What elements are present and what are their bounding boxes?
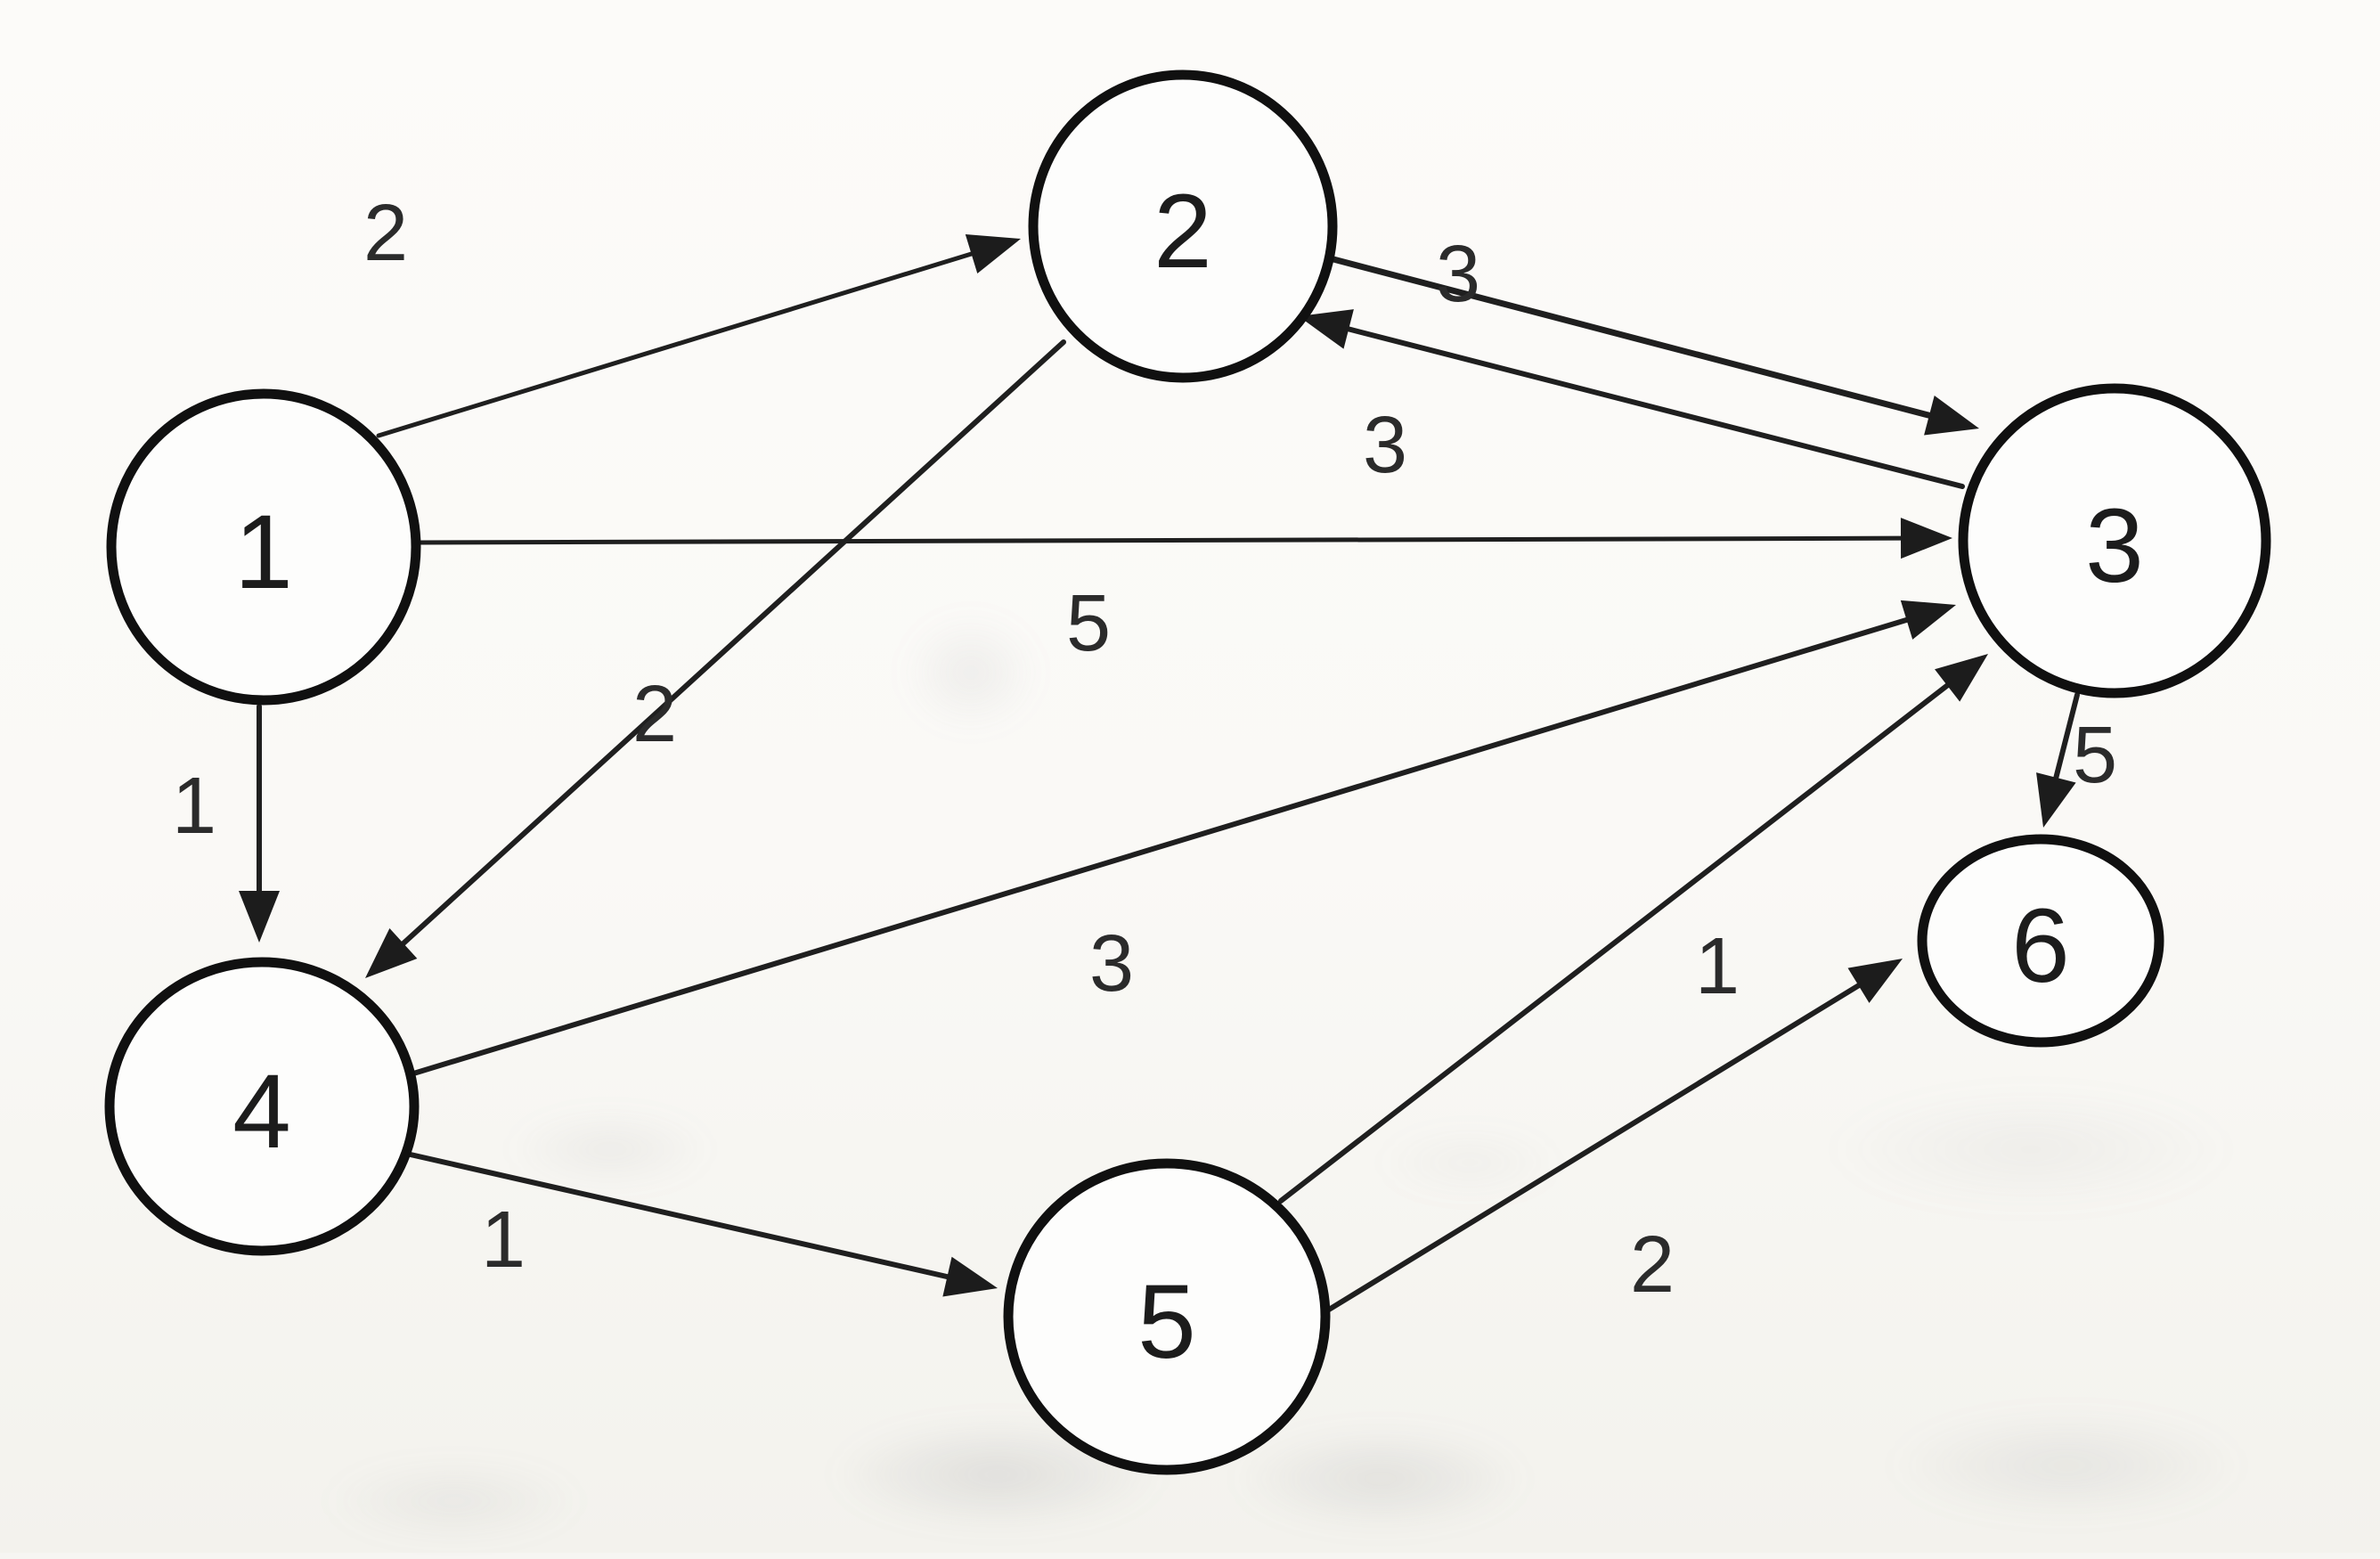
- edge-weight-label-5-6: 2: [1630, 1220, 1675, 1310]
- edge-4-5: [400, 1150, 950, 1280]
- arrowhead-2-4: [365, 927, 418, 978]
- arrowhead-3-2: [1299, 309, 1354, 349]
- arrowhead-4-5: [942, 1256, 998, 1297]
- edge-5-3: [1278, 682, 1951, 1204]
- graph-node-label-1: 1: [234, 494, 293, 611]
- graph-node-1: [106, 388, 421, 706]
- edge-weight-label-5-3: 1: [1695, 922, 1740, 1011]
- edge-3-6: [2053, 692, 2080, 780]
- edge-1-2: [376, 251, 974, 438]
- edge-3-2: [1346, 326, 1965, 489]
- edge-weight-label-1-2: 2: [363, 189, 408, 278]
- edge-weight-label-1-3: 5: [1066, 579, 1111, 668]
- arrowhead-1-3: [1900, 518, 1952, 559]
- edge-weight-label-2-4: 2: [632, 670, 677, 759]
- edge-weight-label-1-4: 1: [172, 762, 216, 851]
- graph-node-label-6: 6: [2011, 887, 2070, 1005]
- graph-node-label-2: 2: [1153, 173, 1212, 290]
- graph-node-label-5: 5: [1137, 1263, 1196, 1381]
- edge-weight-label-3-6: 5: [2073, 711, 2117, 800]
- edge-weight-label-3-2: 3: [1363, 401, 1407, 490]
- graph-node-2: [1028, 69, 1338, 383]
- arrowhead-4-3: [1900, 600, 1956, 640]
- graph-node-4: [104, 957, 420, 1256]
- graph-node-6: [1917, 834, 2164, 1048]
- edge-weight-label-4-5: 1: [481, 1196, 526, 1285]
- arrowhead-5-3: [1935, 654, 1988, 702]
- edge-weight-label-4-3: 3: [1089, 919, 1134, 1008]
- arrowhead-1-4: [239, 891, 280, 943]
- edge-4-3: [408, 616, 1910, 1077]
- edge-5-6: [1326, 983, 1862, 1312]
- arrowhead-3-6: [2036, 772, 2076, 828]
- arrowhead-2-3: [1924, 396, 1979, 436]
- edge-1-3: [416, 535, 1903, 545]
- arrowhead-1-2: [965, 234, 1021, 273]
- edge-2-3: [1330, 256, 1933, 419]
- edge-weight-label-2-3: 3: [1436, 230, 1480, 319]
- edge-2-4: [400, 339, 1066, 946]
- arrowhead-5-6: [1847, 959, 1903, 1003]
- graph-node-label-3: 3: [2085, 487, 2144, 605]
- graph-node-5: [1003, 1158, 1331, 1475]
- graph-node-label-4: 4: [232, 1053, 291, 1171]
- graph-node-3: [1958, 383, 2271, 698]
